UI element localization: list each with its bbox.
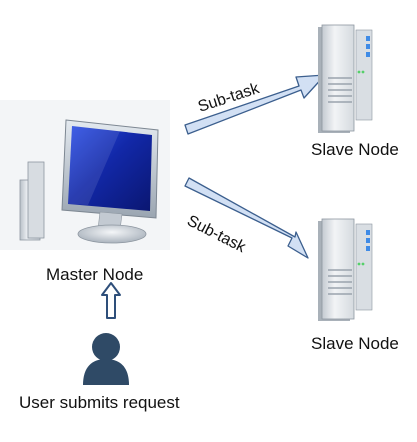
server-tower-icon (318, 218, 373, 321)
request-up-arrow (101, 282, 121, 319)
slave-node-label-2: Slave Node (311, 334, 399, 353)
user-label: User submits request (19, 393, 180, 412)
desktop-computer-icon (0, 100, 170, 250)
master-node-label: Master Node (46, 265, 144, 284)
user-person-icon (83, 333, 129, 385)
server-tower-icon (318, 24, 373, 133)
subtask-arrow-1: Sub-task (184, 74, 326, 135)
edge-label-2: Sub-task (184, 212, 249, 256)
subtask-arrow-2: Sub-task (184, 177, 309, 259)
slave-node-label-1: Slave Node (311, 140, 399, 159)
